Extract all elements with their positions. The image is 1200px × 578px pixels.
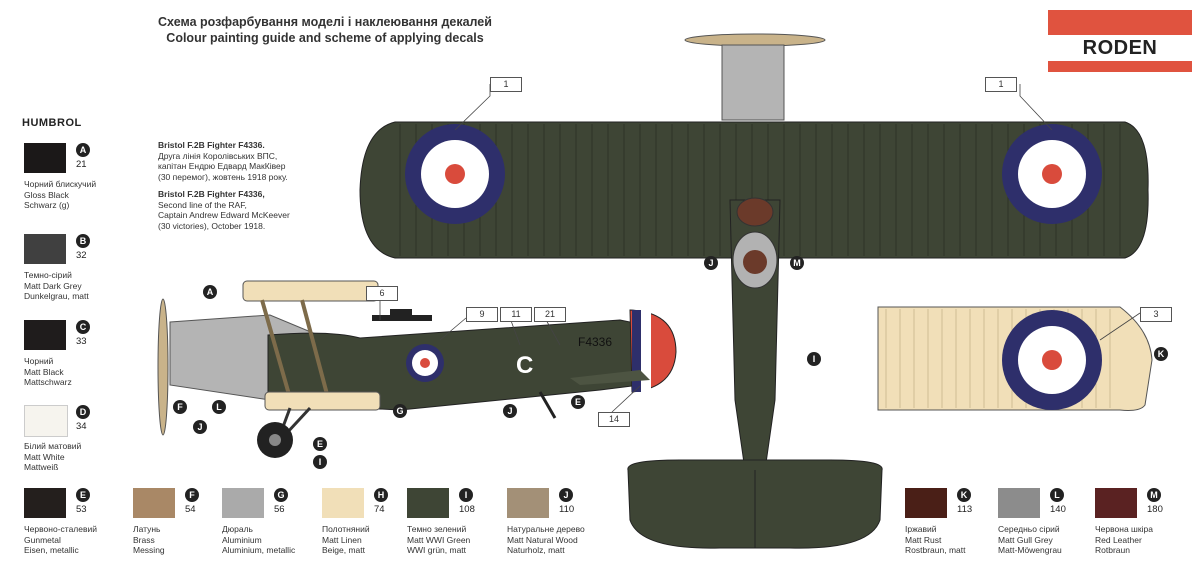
- logo-text: RODEN: [1082, 37, 1158, 59]
- part-marker-j-prop: J: [193, 420, 207, 434]
- part-marker-e-skid: E: [571, 395, 585, 409]
- paint-letter-j: J: [559, 488, 573, 502]
- info-line-en-1: Second line of the RAF,: [158, 199, 247, 210]
- paint-letter-h: H: [374, 488, 388, 502]
- side-view: C F4336: [157, 280, 677, 458]
- decal-callout-11: 11: [500, 307, 532, 322]
- paint-letter-l: L: [1050, 488, 1064, 502]
- paint-number-c: 33: [76, 336, 87, 347]
- paint-letter-b: B: [76, 234, 90, 248]
- paint-number-l: 140: [1050, 504, 1066, 515]
- paint-number-m: 180: [1147, 504, 1163, 515]
- info-line-en-2: Captain Andrew Edward McKeever: [158, 210, 290, 220]
- info-line-ua-1: Друга лінія Королівських ВПС,: [158, 150, 278, 161]
- info-line-ua-3: (30 перемог), жовтень 1918 року.: [158, 171, 288, 182]
- roden-logo: RODEN: [1048, 10, 1192, 72]
- part-marker-k: K: [1154, 347, 1168, 361]
- info-heading-ua: Bristol F.2B Fighter F4336.: [158, 140, 265, 150]
- paint-number-h: 74: [374, 504, 385, 515]
- paint-letter-g: G: [274, 488, 288, 502]
- paint-swatch-h: [322, 488, 364, 518]
- paint-number-g: 56: [274, 504, 285, 515]
- paint-number-a: 21: [76, 159, 87, 170]
- fuselage-serial: F4336: [578, 335, 612, 349]
- part-marker-j-top: J: [704, 256, 718, 270]
- fuselage-code: C: [516, 352, 533, 379]
- title-ua: Схема розфарбування моделі і наклеювання…: [158, 15, 492, 29]
- paint-number-d: 34: [76, 421, 87, 432]
- decal-callout-21: 21: [534, 307, 566, 322]
- part-marker-e-gear: E: [313, 437, 327, 451]
- paint-letter-c: C: [76, 320, 90, 334]
- paint-letter-e: E: [76, 488, 90, 502]
- part-marker-l: L: [212, 400, 226, 414]
- paint-number-i: 108: [459, 504, 475, 515]
- part-marker-a: A: [203, 285, 217, 299]
- lower-wing-view: [877, 306, 1153, 411]
- paint-letter-f: F: [185, 488, 199, 502]
- paint-swatch-c: [24, 320, 66, 350]
- top-view: [359, 33, 1149, 549]
- paint-swatch-i: [407, 488, 449, 518]
- decal-callout-3: 3: [1140, 307, 1172, 322]
- info-line-en-3: (30 victories), October 1918.: [158, 220, 266, 231]
- paint-letter-k: K: [957, 488, 971, 502]
- aircraft-info: Bristol F.2B Fighter F4336. Друга лінія …: [158, 140, 290, 231]
- paint-number-e: 53: [76, 504, 87, 515]
- part-marker-f: F: [173, 400, 187, 414]
- paint-letter-d: D: [76, 405, 90, 419]
- part-marker-m: M: [790, 256, 804, 270]
- paint-number-b: 32: [76, 250, 87, 261]
- decal-callout-14: 14: [598, 412, 630, 427]
- info-line-ua-2: капітан Ендрю Едвард МакКівер: [158, 161, 286, 171]
- paint-swatch-d: [24, 405, 68, 437]
- paint-swatch-f: [133, 488, 175, 518]
- paint-swatch-m: [1095, 488, 1137, 518]
- paint-swatch-l: [998, 488, 1040, 518]
- part-marker-g: G: [393, 404, 407, 418]
- paint-swatch-k: [905, 488, 947, 518]
- paint-number-j: 110: [559, 504, 575, 515]
- decal-callout-1-left: 1: [490, 77, 522, 92]
- paint-swatch-e: [24, 488, 66, 518]
- paint-swatch-j: [507, 488, 549, 518]
- part-marker-j-side: J: [503, 404, 517, 418]
- part-marker-i-gear: I: [313, 455, 327, 469]
- paint-letter-i: I: [459, 488, 473, 502]
- paint-letter-m: M: [1147, 488, 1161, 502]
- decal-callout-1-right: 1: [985, 77, 1017, 92]
- part-marker-i-top: I: [807, 352, 821, 366]
- paint-brand-label: HUMBROL: [22, 117, 82, 129]
- paint-letter-a: A: [76, 143, 90, 157]
- decal-callout-6: 6: [366, 286, 398, 301]
- paint-swatch-g: [222, 488, 264, 518]
- paint-swatch-a: [24, 143, 66, 173]
- paint-swatch-b: [24, 234, 66, 264]
- decal-callout-9: 9: [466, 307, 498, 322]
- title-en: Colour painting guide and scheme of appl…: [166, 31, 484, 45]
- paint-number-k: 113: [957, 504, 973, 515]
- paint-number-f: 54: [185, 504, 196, 515]
- info-heading-en: Bristol F.2B Fighter F4336,: [158, 189, 265, 199]
